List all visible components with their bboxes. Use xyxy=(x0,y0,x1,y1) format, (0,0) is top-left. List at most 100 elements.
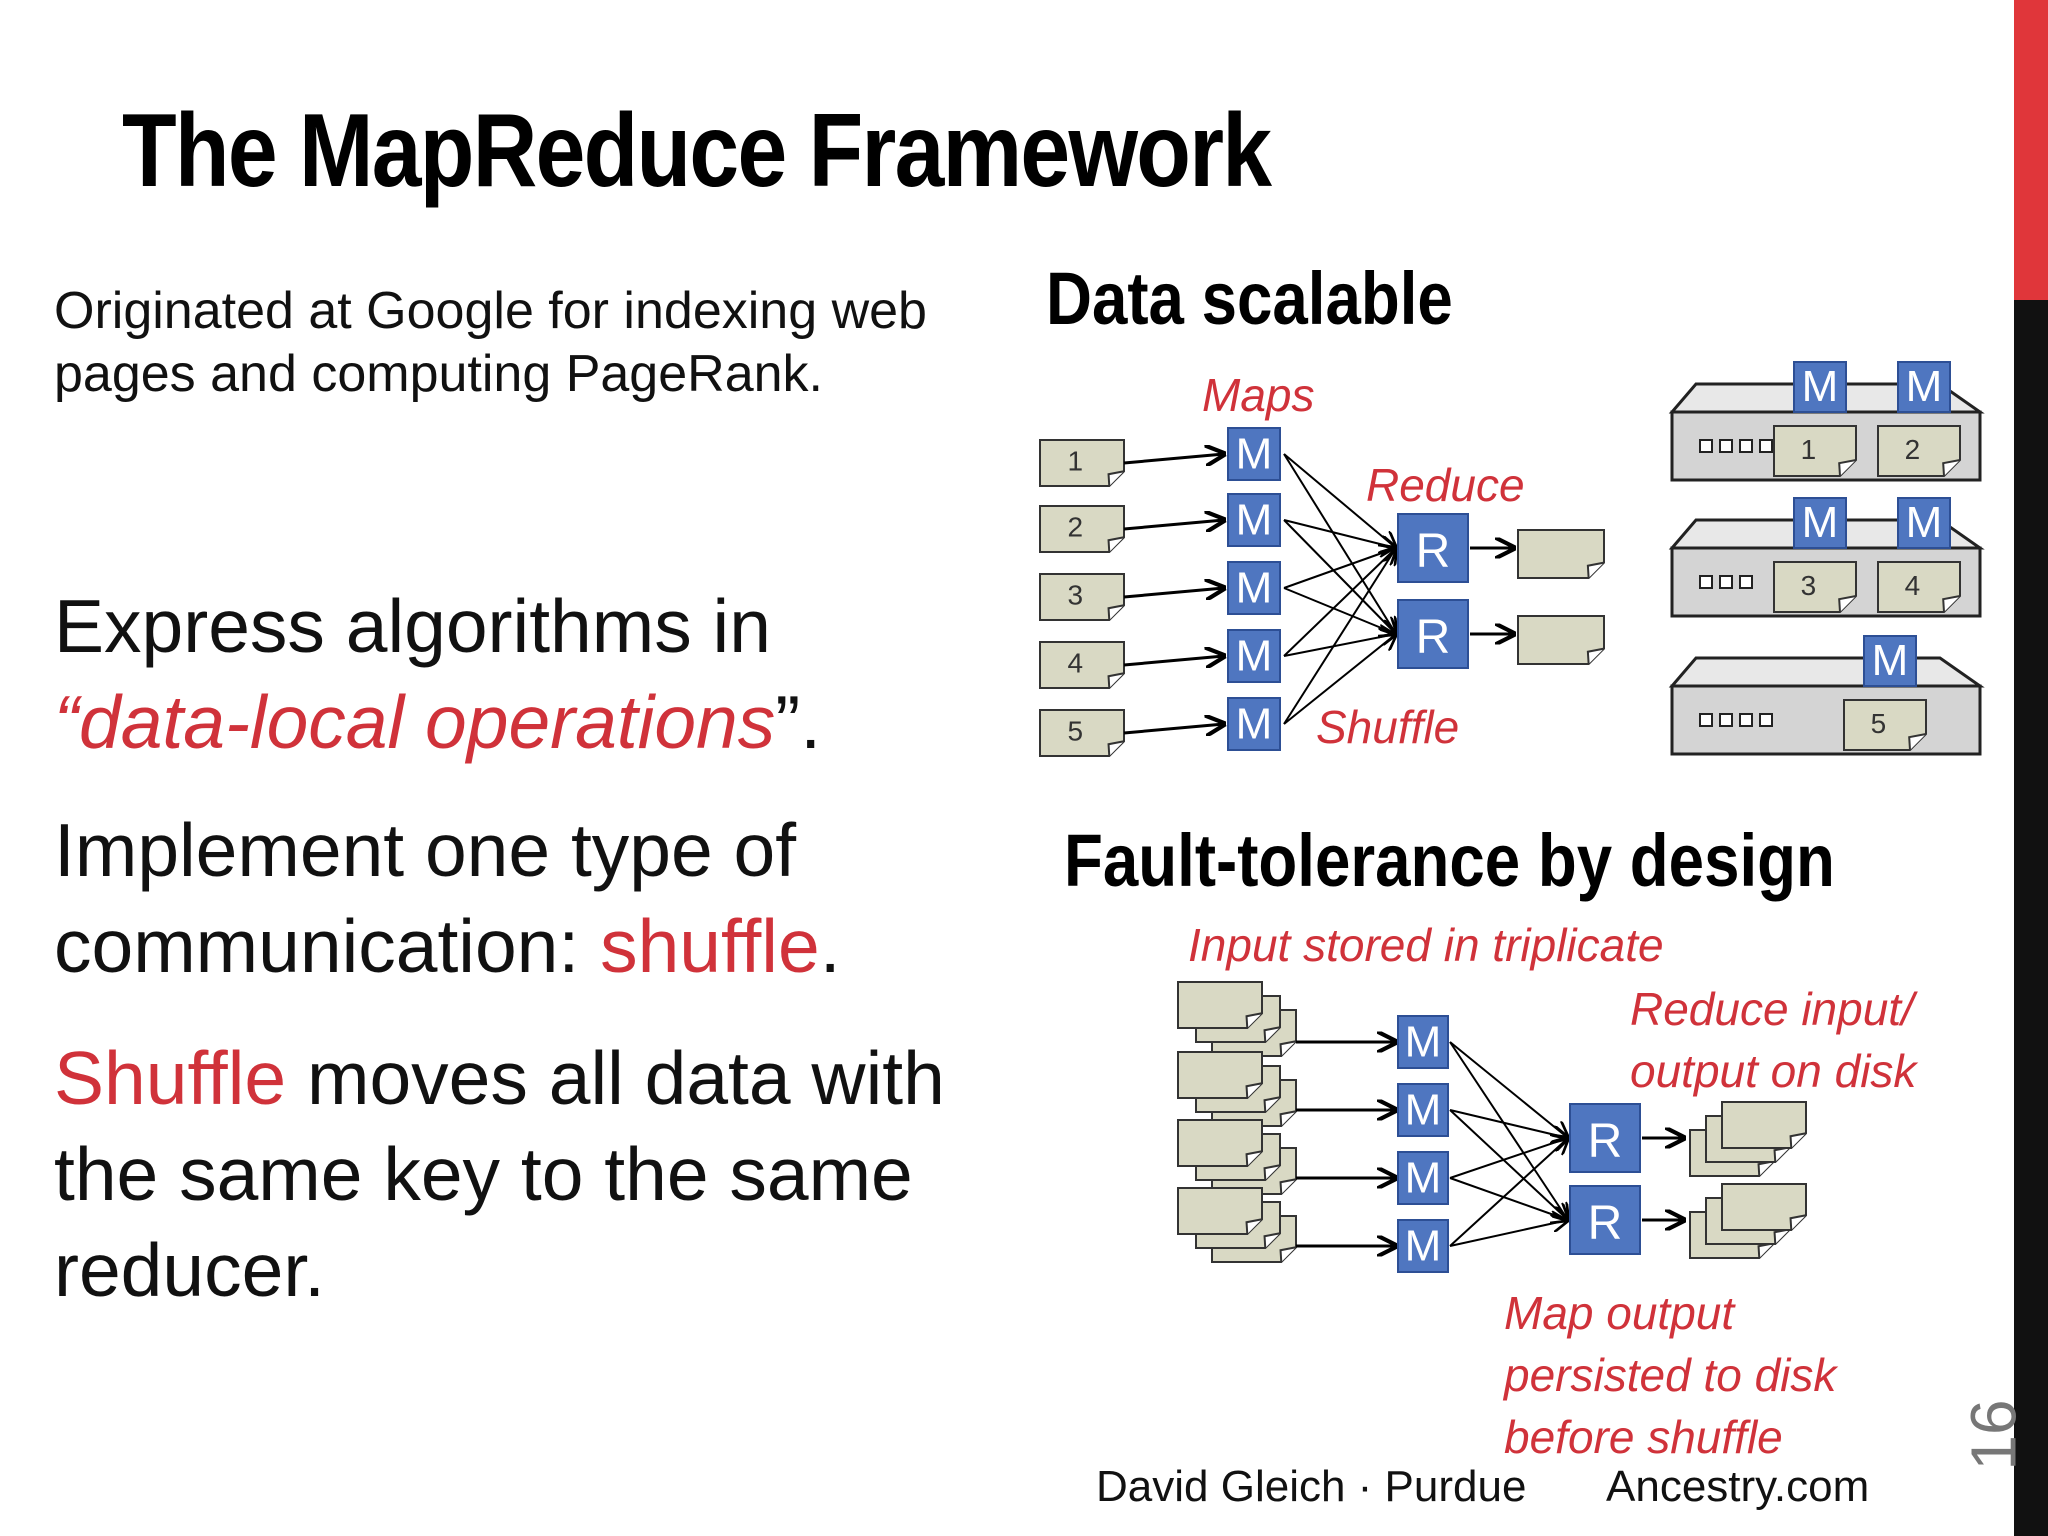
server-led xyxy=(1759,439,1773,453)
paper-label: 4 xyxy=(1905,570,1921,601)
shuffle-line xyxy=(1283,453,1396,634)
paper-label: 1 xyxy=(1067,445,1083,476)
paper-label: 3 xyxy=(1067,579,1083,610)
point-shuffle-emphasis: shuffle xyxy=(600,904,820,988)
shuffle-line xyxy=(1283,519,1396,634)
server-map-box: M xyxy=(1897,361,1951,413)
label-map-output-3: before shuffle xyxy=(1504,1411,1783,1463)
arrow-input-to-map xyxy=(1123,454,1224,463)
shuffle-line xyxy=(1283,453,1396,548)
shuffle-line xyxy=(1283,548,1396,657)
triplicate-stack xyxy=(1177,1119,1297,1195)
output-copy-1 xyxy=(1721,1101,1807,1149)
server-map-box: M xyxy=(1897,497,1951,549)
point-data-local: Express algorithms in “data-local operat… xyxy=(54,578,1034,770)
server-split-4: 4 xyxy=(1877,561,1961,613)
box-letter: M xyxy=(1236,700,1273,749)
box-letter: M xyxy=(1405,1086,1442,1135)
input-split-1: 1 xyxy=(1039,439,1125,487)
box-letter: M xyxy=(1906,498,1943,547)
box-letter: M xyxy=(1236,430,1273,479)
shuffle-line xyxy=(1283,548,1396,725)
point-shuffle-moves-rest: moves all data with the same key to the … xyxy=(54,1036,945,1312)
server-led xyxy=(1719,575,1733,589)
map-box: M xyxy=(1397,1151,1449,1205)
box-letter: M xyxy=(1405,1154,1442,1203)
map-box: M xyxy=(1227,697,1281,751)
reduce-output-stack xyxy=(1689,1101,1807,1177)
server-split-2: 2 xyxy=(1877,425,1961,477)
shuffle-line xyxy=(1283,634,1396,657)
shuffle-line xyxy=(1283,548,1396,589)
shuffle-line xyxy=(1283,634,1396,725)
input-split-3: 3 xyxy=(1039,573,1125,621)
accent-bar-black xyxy=(2014,300,2048,1536)
box-letter: M xyxy=(1906,362,1943,411)
point-shuffle-end: . xyxy=(819,904,841,988)
server-split-1: 1 xyxy=(1773,425,1857,477)
footer-source: Ancestry.com xyxy=(1606,1462,1870,1511)
reduce-box: R xyxy=(1569,1185,1641,1255)
reduce-box: R xyxy=(1397,513,1469,583)
slide-title: The MapReduce Framework xyxy=(122,93,1272,209)
server-led xyxy=(1699,575,1713,589)
output-copy-1 xyxy=(1721,1183,1807,1231)
shuffle-line xyxy=(1449,1041,1568,1138)
footer-author: David Gleich · Purdue xyxy=(1096,1462,1527,1511)
box-letter: M xyxy=(1236,496,1273,545)
box-letter: M xyxy=(1405,1222,1442,1271)
paper-label: 1 xyxy=(1801,434,1817,465)
server-led xyxy=(1719,439,1733,453)
point-data-local-emphasis: data-local operations xyxy=(78,680,776,764)
arrow-input-to-map xyxy=(1123,588,1224,597)
label-maps: Maps xyxy=(1202,369,1315,421)
server-map-box: M xyxy=(1793,497,1847,549)
shuffle-line xyxy=(1283,519,1396,548)
point-data-local-close: ”. xyxy=(775,680,822,764)
reduce-box: R xyxy=(1397,599,1469,669)
box-letter: M xyxy=(1236,632,1273,681)
box-letter: M xyxy=(1872,636,1909,685)
accent-bar-red xyxy=(2014,0,2048,300)
server-split-3: 3 xyxy=(1773,561,1857,613)
box-letter: M xyxy=(1802,498,1839,547)
box-letter: R xyxy=(1588,1197,1623,1250)
stack-copy-1 xyxy=(1177,1119,1263,1167)
point-data-local-lead: Express algorithms in xyxy=(54,584,771,668)
arrow-input-to-map xyxy=(1123,520,1224,529)
map-box: M xyxy=(1227,629,1281,683)
map-box: M xyxy=(1397,1015,1449,1069)
reduce-box: R xyxy=(1569,1103,1641,1173)
paper-label: 5 xyxy=(1871,708,1887,739)
server-led xyxy=(1699,713,1713,727)
stack-copy-1 xyxy=(1177,1187,1263,1235)
paper-label: 5 xyxy=(1067,715,1083,746)
shuffle-line xyxy=(1283,587,1396,634)
label-reduce-io-1: Reduce input/ xyxy=(1630,983,1914,1035)
reduce-output-stack xyxy=(1689,1183,1807,1259)
box-letter: M xyxy=(1405,1018,1442,1067)
point-shuffle-lead: Implement one type of communication: xyxy=(54,808,797,988)
arrow-input-to-map xyxy=(1123,656,1224,665)
paper-label: 2 xyxy=(1067,511,1083,542)
reduce-output xyxy=(1517,615,1605,665)
arrow-input-to-map xyxy=(1123,724,1224,733)
map-box: M xyxy=(1397,1219,1449,1273)
server-led xyxy=(1699,439,1713,453)
reduce-output xyxy=(1517,529,1605,579)
heading-data-scalable: Data scalable xyxy=(1046,257,1453,340)
shuffle-line xyxy=(1449,1109,1568,1220)
label-map-output-2: persisted to disk xyxy=(1504,1349,1837,1401)
server-led xyxy=(1739,439,1753,453)
triplicate-stack xyxy=(1177,1187,1297,1263)
server-map-box: M xyxy=(1863,635,1917,687)
label-input-triplicate: Input stored in triplicate xyxy=(1188,919,1664,971)
label-reduce: Reduce xyxy=(1366,459,1525,511)
shuffle-line xyxy=(1449,1041,1568,1220)
triplicate-stack xyxy=(1177,981,1297,1057)
stack-copy-1 xyxy=(1177,1051,1263,1099)
